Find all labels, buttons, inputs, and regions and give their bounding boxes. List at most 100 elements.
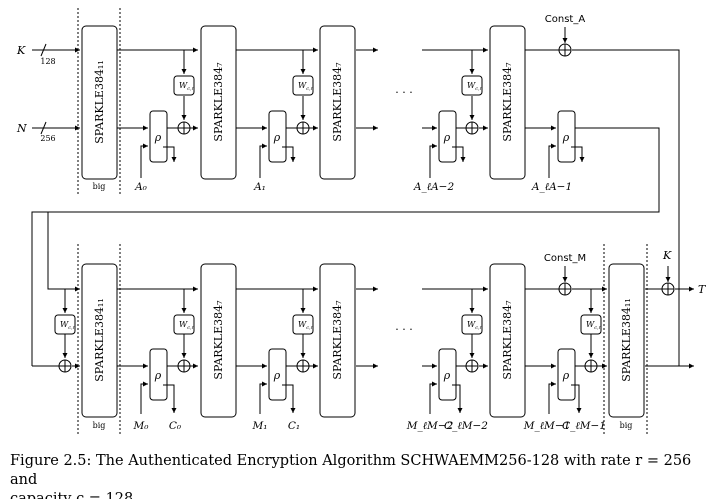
- caption-line: Figure 2.5: The Authenticated Encryption…: [10, 453, 692, 488]
- w-label: Wc,r: [467, 320, 483, 331]
- sparkle-big-box: [81, 25, 118, 180]
- wire: [548, 143, 556, 178]
- message-label: M_ℓM−2: [406, 420, 454, 432]
- sparkle-big-box: [608, 263, 645, 418]
- const-m-label: Const_M: [544, 253, 586, 264]
- wire: [548, 381, 556, 414]
- sparkle-label: SPARKLE384₇: [212, 62, 225, 142]
- w-box: [292, 314, 314, 335]
- rho-box: [268, 348, 287, 401]
- w-label: Wc,r: [179, 81, 195, 92]
- wire: [47, 212, 80, 292]
- xor-icon: [661, 282, 675, 296]
- sparkle-big-box: [81, 263, 118, 418]
- w-box: [173, 314, 195, 335]
- rho-label: ρ: [154, 369, 162, 382]
- wire: [452, 384, 463, 413]
- message-label: M_ℓM−1: [523, 420, 571, 432]
- rho-box: [557, 348, 576, 401]
- sparkle-box: [319, 263, 356, 418]
- key-label: K: [662, 249, 672, 262]
- wire: [571, 146, 585, 162]
- sparkle-big-label: SPARKLE384₁₁: [93, 298, 106, 382]
- w-box: [54, 314, 76, 335]
- sparkle-big-label: SPARKLE384₁₁: [620, 298, 633, 382]
- rho-label: ρ: [273, 131, 281, 144]
- key-width-label: 128: [40, 57, 55, 66]
- w-label: Wc,r: [179, 320, 195, 331]
- sparkle-box: [200, 25, 237, 180]
- const-a-label: Const_A: [545, 14, 586, 25]
- assoc-data-label: A_ℓA−2: [413, 181, 455, 193]
- xor-icon: [177, 359, 191, 373]
- xor-icon: [465, 359, 479, 373]
- w-label: Wc,r: [298, 320, 314, 331]
- message-label: M₁: [252, 420, 268, 432]
- sparkle-label: SPARKLE384₇: [331, 300, 344, 380]
- wire: [163, 384, 177, 413]
- xor-icon: [465, 121, 479, 135]
- schwaemm-diagram: SPARKLE384₁₁ SPARKLE384₇ SPARKLE384₇ SPA…: [16, 8, 707, 436]
- wire: [140, 143, 148, 178]
- rho-box: [149, 110, 168, 163]
- ciphertext-label: C_ℓM−1: [562, 420, 606, 432]
- xor-icon: [296, 359, 310, 373]
- tag-label: T: [698, 283, 707, 296]
- sparkle-label: SPARKLE384₇: [501, 62, 514, 142]
- message-label: M₀: [133, 420, 150, 432]
- sparkle-box: [489, 263, 526, 418]
- wire: [259, 143, 267, 178]
- xor-icon: [558, 282, 572, 296]
- w-box: [580, 314, 602, 335]
- assoc-data-label: A_ℓA−1: [531, 181, 572, 193]
- assoc-data-label: A₁: [253, 181, 266, 193]
- big-label: big: [93, 421, 106, 430]
- rho-label: ρ: [154, 131, 162, 144]
- assoc-data-label: A₀: [134, 181, 148, 193]
- wire: [452, 146, 466, 162]
- ellipsis: · · ·: [395, 86, 412, 99]
- caption-line: capacity c = 128.: [10, 491, 138, 499]
- w-label: Wc,r: [586, 320, 602, 331]
- wire: [429, 143, 437, 178]
- width-slash: [40, 43, 47, 57]
- wire: [571, 384, 582, 413]
- sparkle-label: SPARKLE384₇: [331, 62, 344, 142]
- key-label: K: [16, 44, 26, 57]
- xor-icon: [296, 121, 310, 135]
- big-label: big: [93, 182, 106, 191]
- rho-label: ρ: [443, 131, 451, 144]
- xor-icon: [177, 121, 191, 135]
- rho-label: ρ: [562, 369, 570, 382]
- sparkle-big-label: SPARKLE384₁₁: [93, 60, 106, 144]
- big-label: big: [620, 421, 633, 430]
- sparkle-label: SPARKLE384₇: [212, 300, 225, 380]
- rho-box: [149, 348, 168, 401]
- rho-box: [557, 110, 576, 163]
- xor-icon: [58, 359, 72, 373]
- ciphertext-label: C₁: [288, 420, 300, 432]
- wire: [31, 127, 660, 366]
- w-box: [461, 75, 483, 96]
- width-slash: [40, 121, 47, 135]
- sparkle-box: [489, 25, 526, 180]
- sparkle-box: [200, 263, 237, 418]
- rho-box: [268, 110, 287, 163]
- xor-icon: [558, 43, 572, 57]
- wire: [259, 381, 267, 414]
- ellipsis: · · ·: [395, 323, 412, 336]
- w-label: Wc,r: [60, 320, 76, 331]
- wire: [163, 146, 177, 162]
- wire: [282, 384, 296, 413]
- w-box: [173, 75, 195, 96]
- wire: [572, 49, 680, 366]
- w-box: [461, 314, 483, 335]
- w-label: Wc,r: [298, 81, 314, 92]
- rho-label: ρ: [443, 369, 451, 382]
- rho-label: ρ: [562, 131, 570, 144]
- wire: [282, 146, 296, 162]
- xor-icon: [584, 359, 598, 373]
- ciphertext-label: C_ℓM−2: [444, 420, 488, 432]
- sparkle-label: SPARKLE384₇: [501, 300, 514, 380]
